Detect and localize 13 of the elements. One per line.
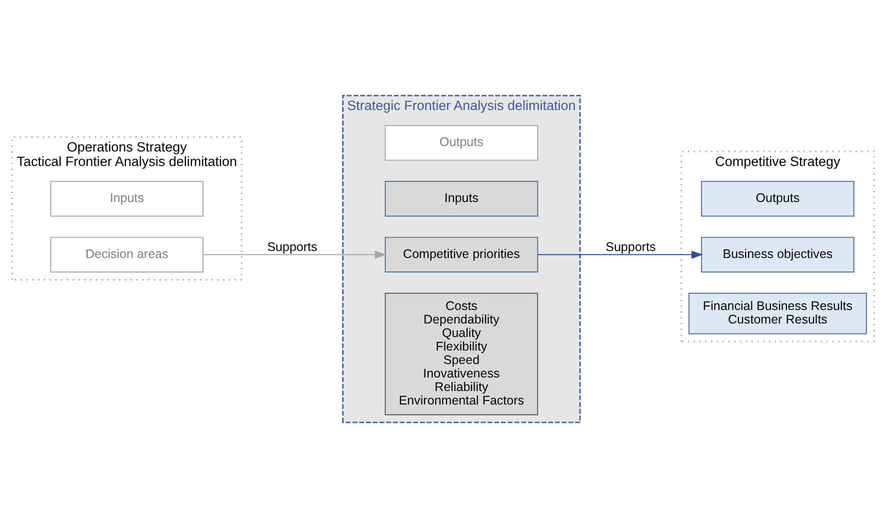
node-box: Inputs [384,180,538,216]
arrow [537,250,703,258]
node-box: Decision areas [50,236,204,272]
node-box: Inputs [50,180,204,216]
node-box: Outputs [701,180,854,216]
edge-label: Supports [267,240,318,254]
arrow [202,250,386,258]
node-box: Costs Dependability Quality Flexibility Speed Inovativeness Reliability Environmental Factors [384,292,538,415]
node-box: Outputs [384,124,538,160]
node-box: Financial Business Results Customer Results [688,292,867,334]
edge-label: Supports [606,240,656,254]
node-box: Business objectives [701,236,854,272]
node-box: Competitive priorities [384,236,538,272]
